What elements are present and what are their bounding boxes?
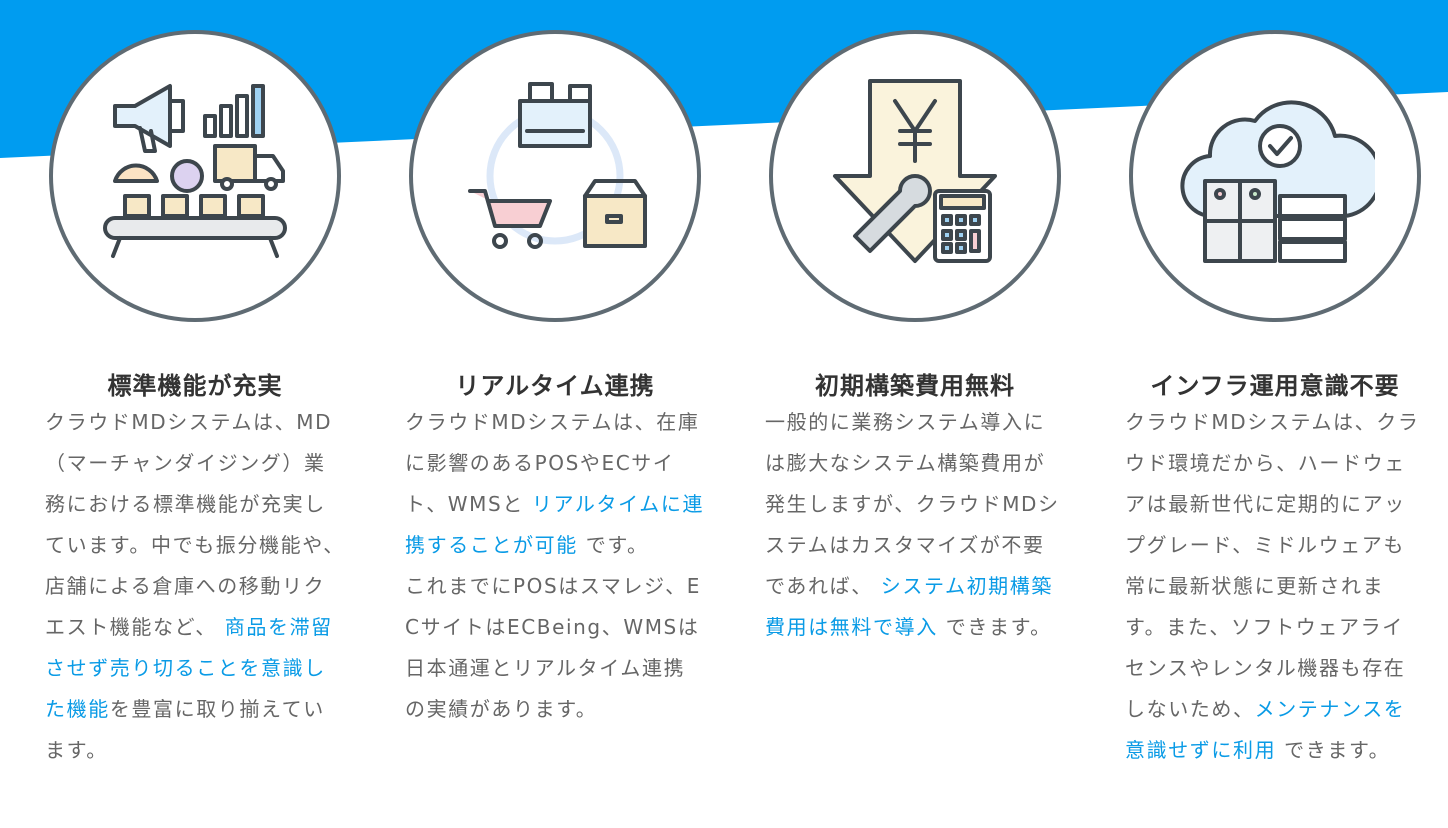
feature-icon-circle: [769, 30, 1061, 322]
yen-cost-down-icon: [833, 79, 997, 263]
feature-description: クラウドMDシステムは、クラウド環境だから、ハードウェアは最新世代に定期的にアッ…: [1125, 402, 1425, 771]
description-text: できます。: [1284, 738, 1391, 762]
feature-description: 一般的に業務システム導入には膨大なシステム構築費用が発生しますが、クラウドMDシ…: [765, 402, 1065, 648]
description-text: クラウドMDシステムは、MD（マーチャンダイジング）業務における標準機能が充実し…: [45, 410, 345, 639]
feature-description: クラウドMDシステムは、在庫に影響のあるPOSやECサイト、WMSと リアルタイ…: [405, 402, 705, 730]
description-text: できます。: [945, 615, 1052, 639]
description-text: です。: [585, 533, 649, 557]
description-highlight: 商品を滞留させず売り切ることを意識した機能: [45, 615, 333, 721]
pos-cart-sync-icon: [468, 82, 647, 249]
description-text: クラウドMDシステムは、在庫に影響のあるPOSやECサイト、WMSと: [405, 410, 700, 516]
description-highlight: リアルタイムに連携することが可能: [405, 492, 705, 557]
description-text: 一般的に業務システム導入には膨大なシステム構築費用が発生しますが、クラウドMDシ…: [765, 410, 1060, 598]
description-text: これまでにPOSはスマレジ、ECサイトはECBeing、WMSは日本通運とリアル…: [405, 574, 701, 721]
description-text: クラウドMDシステムは、クラウド環境だから、ハードウェアは最新世代に定期的にアッ…: [1125, 410, 1420, 721]
feature-title: リアルタイム連携: [455, 372, 655, 400]
description-text: を豊富に取り揃えています。: [45, 697, 325, 762]
feature-icon-circle: [409, 30, 701, 322]
cloud-server-icon: [1180, 100, 1375, 263]
description-highlight: システム初期構築費用は無料で導入: [765, 574, 1053, 639]
feature-description: クラウドMDシステムは、MD（マーチャンダイジング）業務における標準機能が充実し…: [45, 402, 345, 771]
feature-title: 初期構築費用無料: [815, 372, 1015, 400]
feature-icon-circle: [1129, 30, 1421, 322]
conveyor-marketing-icon: [103, 84, 287, 258]
feature-title: インフラ運用意識不要: [1150, 372, 1400, 400]
feature-title: 標準機能が充実: [107, 372, 283, 400]
description-highlight: メンテナンスを意識せずに利用: [1125, 697, 1406, 762]
blue-banner-background: [0, 0, 1448, 158]
feature-icon-circle: [49, 30, 341, 322]
